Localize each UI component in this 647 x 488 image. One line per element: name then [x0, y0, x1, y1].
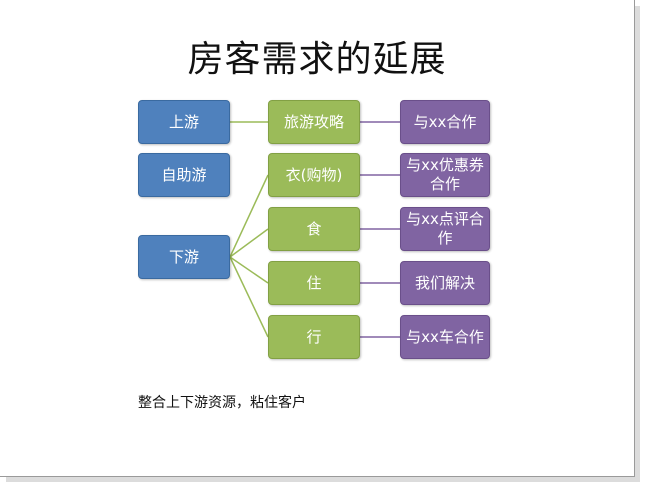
node-self-guided: 自助游: [138, 153, 230, 197]
connector-downstream-lodging: [229, 256, 269, 284]
node-partner-reviews: 与xx点评合作: [400, 207, 490, 251]
footer-note: 整合上下游资源，粘住客户: [138, 395, 306, 411]
connector-downstream-travel: [229, 256, 269, 338]
connector-downstream-clothing: [229, 174, 269, 258]
node-downstream: 下游: [138, 235, 230, 279]
node-lodging: 住: [268, 261, 360, 305]
node-partner-coupons: 与xx优惠券合作: [400, 153, 490, 197]
node-food: 食: [268, 207, 360, 251]
slide-shadow-right: [635, 6, 640, 481]
node-travel-guides: 旅游攻略: [268, 100, 360, 144]
node-upstream: 上游: [138, 100, 230, 144]
node-partner-guides: 与xx合作: [400, 100, 490, 144]
node-we-handle: 我们解决: [400, 261, 490, 305]
slide-title: 房客需求的延展: [187, 39, 447, 80]
slide-shadow-bottom: [6, 477, 640, 482]
connector-downstream-food: [229, 228, 269, 258]
node-partner-car: 与xx车合作: [400, 315, 490, 359]
connector-lines: [229, 121, 400, 338]
node-transport: 行: [268, 315, 360, 359]
node-clothing-shopping: 衣(购物): [268, 153, 360, 197]
